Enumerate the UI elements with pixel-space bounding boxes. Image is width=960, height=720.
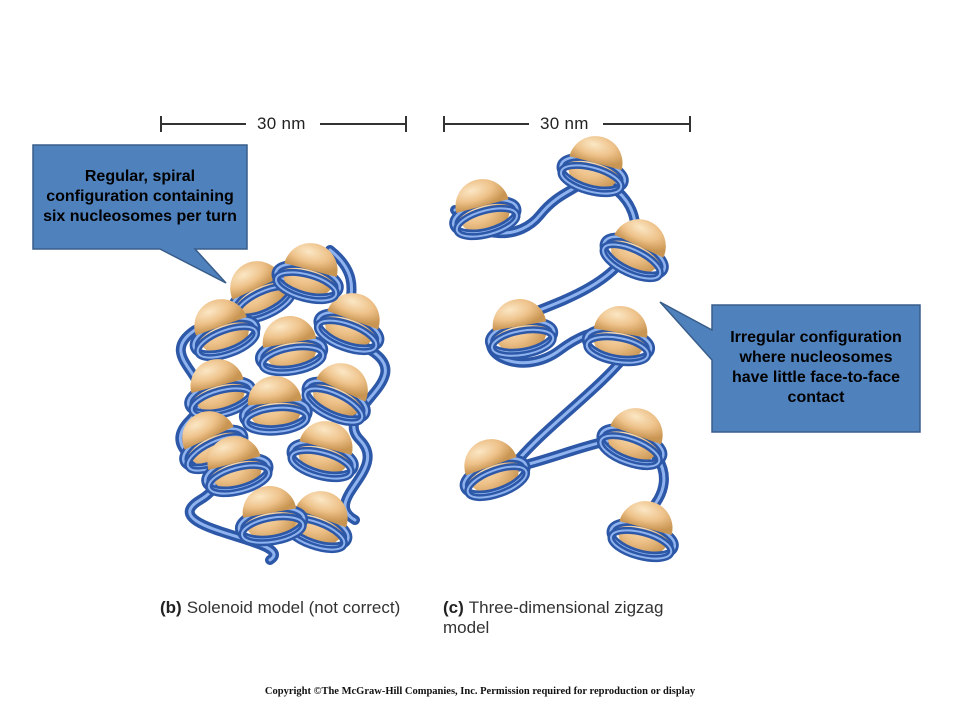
caption-c-text: Three-dimensional zigzag model [443, 598, 664, 637]
caption-c-letter: (c) [443, 598, 464, 617]
nucleosome [606, 493, 684, 564]
solenoid-model [168, 235, 393, 565]
scale-bar-right-label: 30 nm [540, 114, 589, 133]
nucleosome [451, 429, 532, 504]
callout-left-box [32, 144, 248, 284]
nucleosome [583, 301, 658, 368]
copyright-notice: Copyright ©The McGraw-Hill Companies, In… [264, 686, 696, 697]
callout-right-text: Irregular configuration where nucleosome… [730, 329, 902, 406]
caption-b-letter: (b) [160, 598, 182, 617]
scale-bar-left: 30 nm [160, 112, 407, 136]
nucleosome [595, 398, 676, 473]
callout-left-text: Regular, spiral configuration containing… [43, 168, 237, 225]
scale-bar-left-label: 30 nm [257, 114, 306, 133]
caption-b: (b)Solenoid model (not correct) [160, 598, 430, 618]
scale-bar-right: 30 nm [443, 112, 691, 136]
caption-b-text: Solenoid model (not correct) [186, 598, 401, 617]
caption-c: (c)Three-dimensional zigzag model [443, 598, 693, 638]
zigzag-model [444, 128, 685, 564]
callout-right-box [659, 301, 921, 433]
